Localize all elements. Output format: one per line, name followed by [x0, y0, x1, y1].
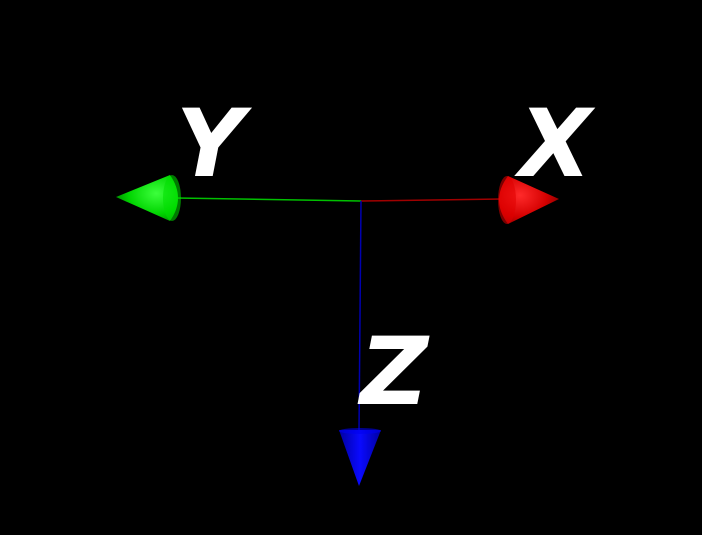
z-axis-label: Z: [357, 318, 430, 427]
y-axis-label: Y: [176, 90, 253, 199]
y-axis-shaft: [175, 197, 362, 202]
x-axis-arrow: [498, 176, 559, 224]
x-axis-shaft: [360, 198, 503, 202]
cone-arrow-down-icon: [339, 428, 381, 486]
cone-arrow-right-icon: [498, 176, 559, 224]
cone-arrow-left-icon: [116, 175, 181, 221]
z-axis-arrow: [339, 428, 381, 486]
y-axis-arrow: [116, 175, 181, 221]
z-axis-shaft: [358, 200, 362, 433]
x-axis-label: X: [514, 90, 596, 199]
